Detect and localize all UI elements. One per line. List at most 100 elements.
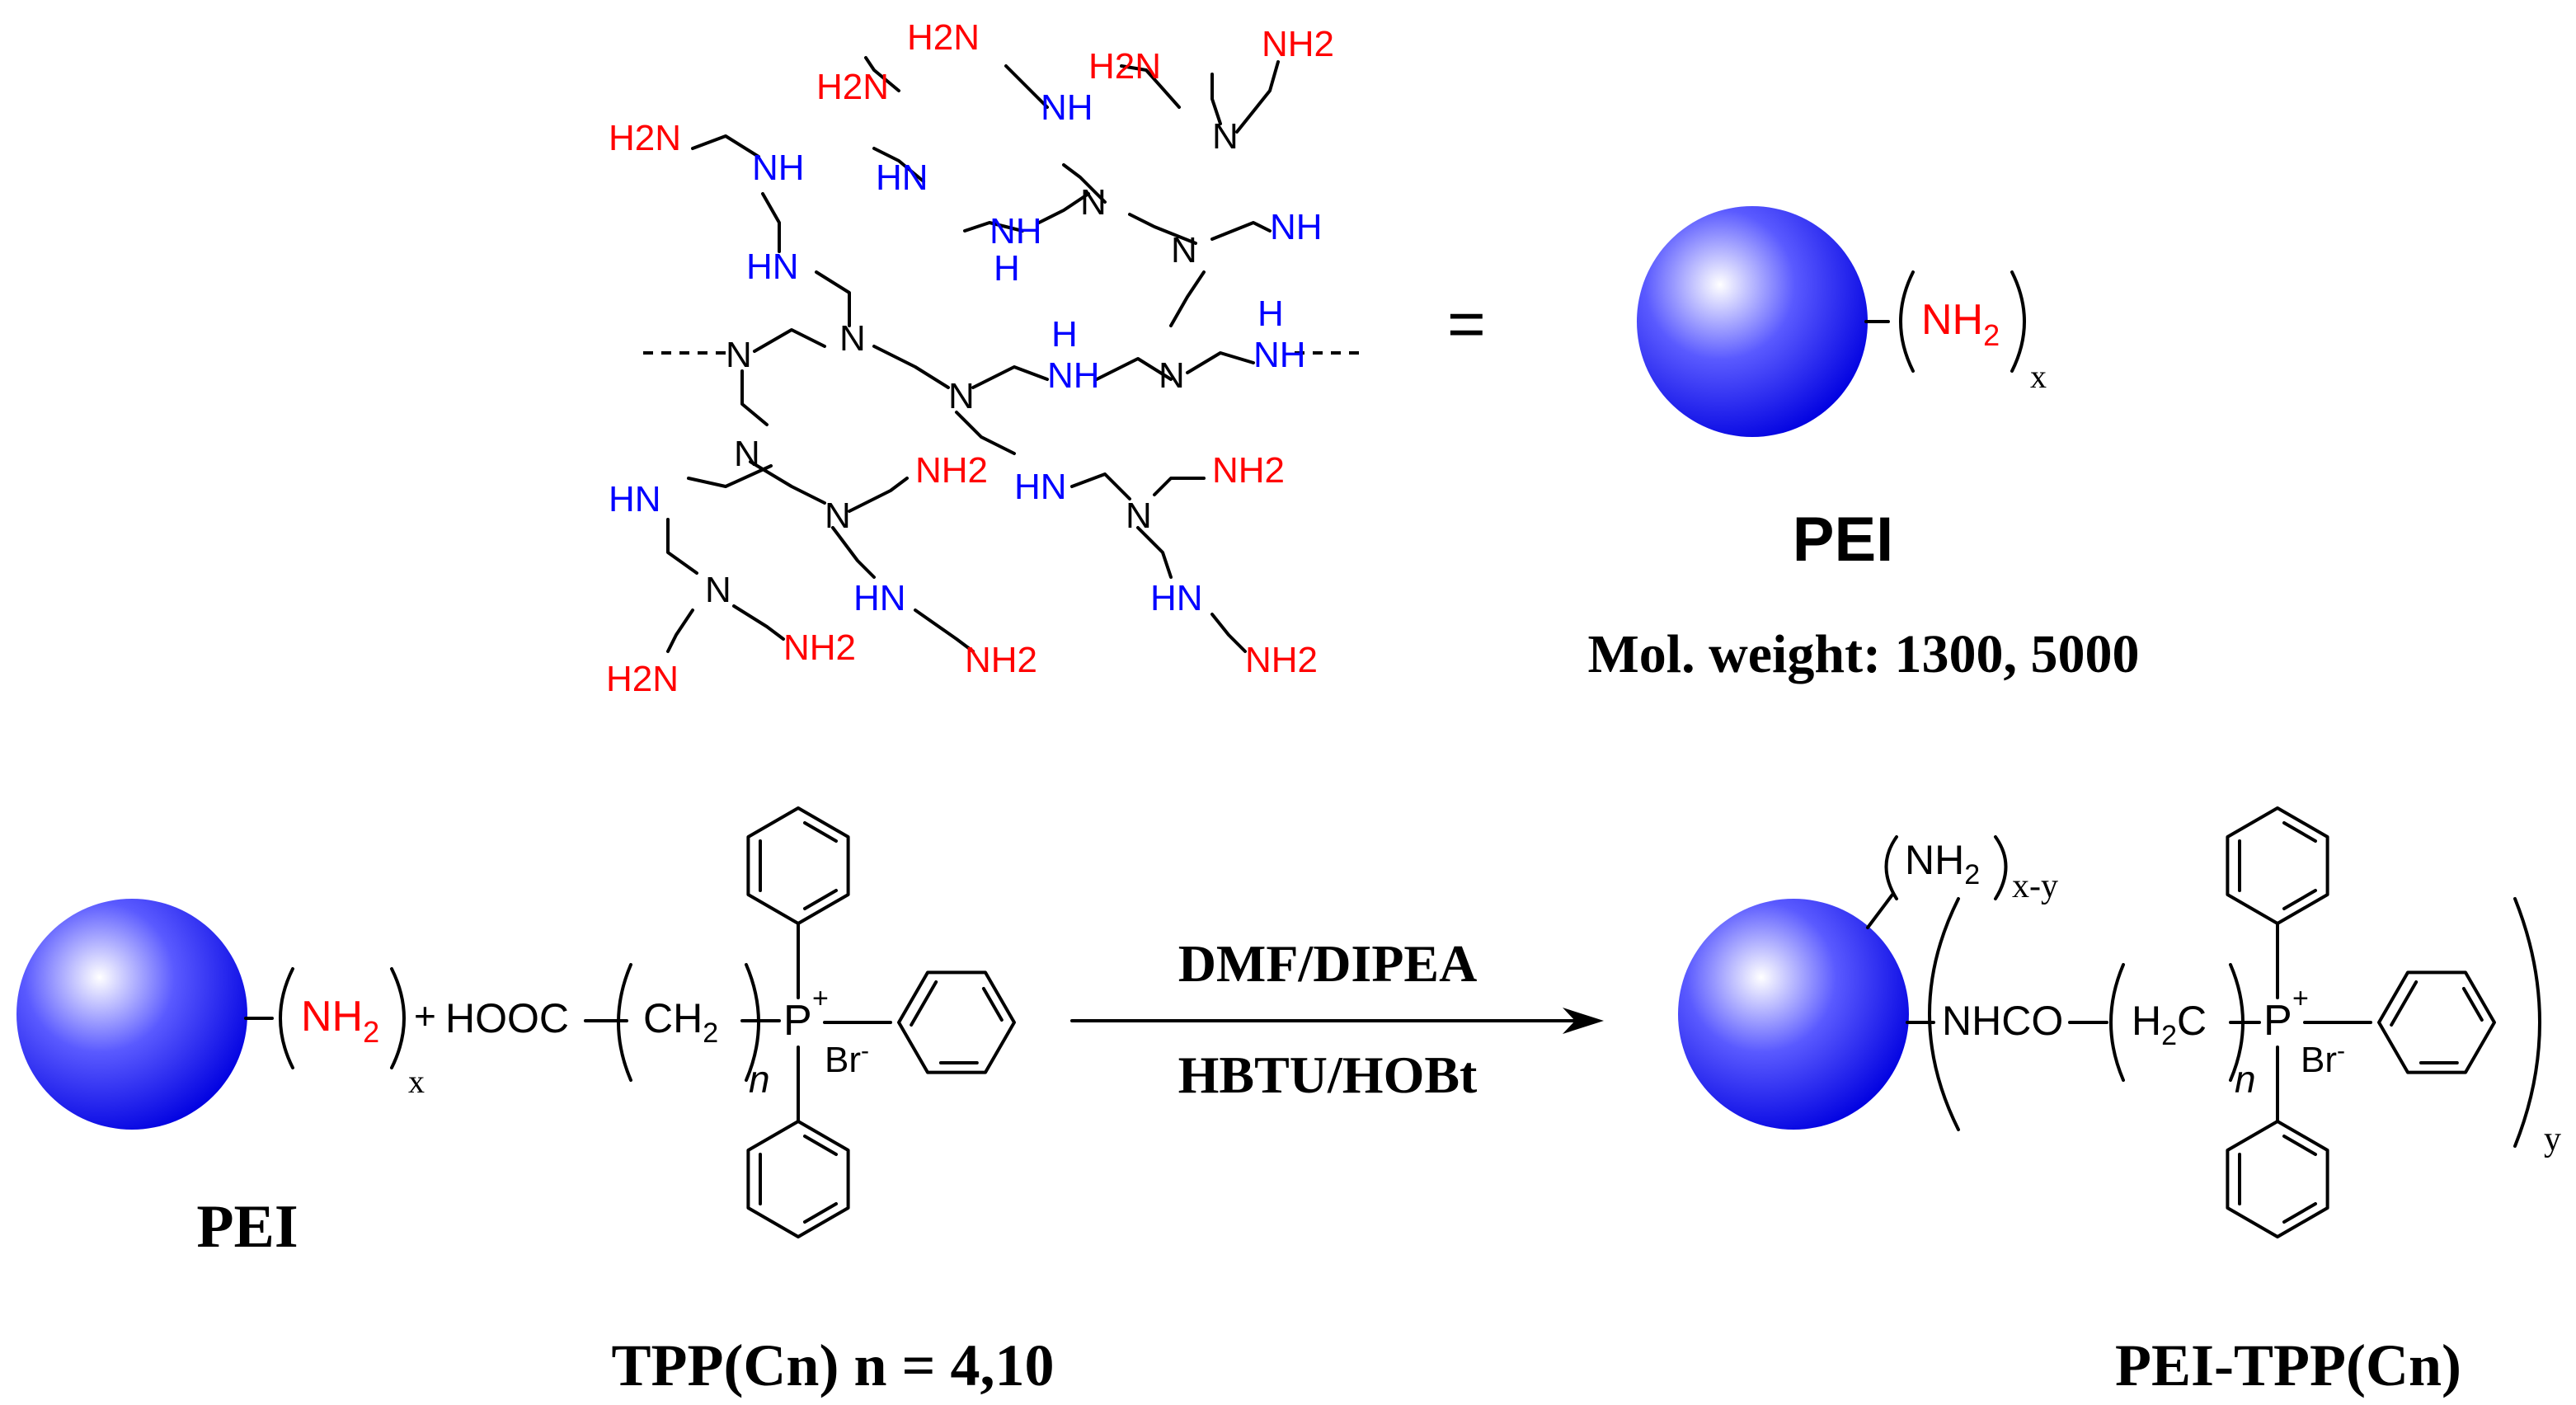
plus-sign: + [414, 994, 436, 1037]
tertiary-amine-label: N [1159, 355, 1185, 396]
bond [1120, 64, 1181, 109]
pei-atom-labels: H2N H2N H2N H2N NH2 NH2 NH2 NH2 H2N NH2 … [606, 17, 1334, 699]
secondary-amine-h-label: H [1257, 294, 1284, 334]
left-paren [279, 967, 294, 1069]
reaction-arrow: DMF/DIPEA HBTU/HOBt [1070, 934, 1604, 1104]
mol-weight-label: Mol. weight: 1300, 5000 [1587, 624, 2139, 684]
bond [1210, 613, 1247, 653]
tertiary-amine-label: N [734, 434, 760, 474]
bond [1210, 221, 1272, 241]
primary-amine-label: H2N [1088, 46, 1161, 87]
bond [1235, 60, 1280, 134]
bond [1095, 357, 1173, 381]
bond [963, 221, 1024, 233]
bond [848, 477, 909, 513]
bond [1062, 163, 1107, 204]
left-paren [1884, 835, 1898, 900]
pei-reactant-label: PEI [196, 1193, 298, 1261]
bond [687, 464, 773, 488]
pei-sphere [1637, 206, 1868, 437]
left-paren [617, 963, 632, 1082]
secondary-amine-label: NH [1047, 355, 1100, 396]
secondary-amine-label: NH [1253, 335, 1306, 375]
phenyl-ring-bottom [2226, 1120, 2329, 1238]
bond [864, 56, 900, 92]
bond [666, 518, 698, 575]
right-paren [390, 967, 406, 1069]
bond [761, 192, 781, 253]
secondary-amine-label: HN [1014, 467, 1067, 507]
bond [971, 365, 1049, 389]
bond [740, 369, 769, 426]
nhco-group: NHCO [1942, 998, 2063, 1044]
product-amine-group: NH2 [1905, 837, 1980, 890]
pei-tpp-product: NH2 x-y NHCO H2C n P + Br- y PEI-TPP(Cn) [1678, 806, 2561, 1398]
tertiary-amine-label: N [1212, 116, 1239, 157]
bond [1169, 270, 1206, 327]
arrow-head [1563, 1008, 1604, 1034]
pei-sphere-representation: NH2 x PEI Mol. weight: 1300, 5000 [1587, 206, 2140, 684]
bond [753, 328, 826, 353]
bond [1004, 64, 1049, 109]
secondary-amine-label: NH [1041, 87, 1093, 128]
bond [955, 411, 1016, 455]
bond [872, 345, 950, 389]
tertiary-amine-label: N [1171, 230, 1197, 270]
tertiary-amine-label: N [839, 318, 866, 359]
primary-amine-label: NH2 [965, 640, 1037, 680]
bond [1037, 192, 1090, 224]
equals-sign: = [1447, 287, 1486, 360]
phenyl-ring-right [2362, 946, 2511, 1099]
primary-amine-label: H2N [907, 17, 980, 58]
phenyl-ring-right [882, 946, 1031, 1099]
primary-amine-label: H2N [609, 118, 681, 158]
bond [872, 147, 925, 183]
phenyl-ring-top [2226, 806, 2329, 925]
positive-charge: + [812, 983, 829, 1014]
primary-amine-label: NH2 [1262, 24, 1334, 64]
outer-left-paren [1928, 897, 1960, 1131]
right-paren [1994, 835, 2008, 900]
reactant-amine-group: NH2 [301, 993, 379, 1049]
secondary-amine-label: HN [746, 247, 799, 287]
secondary-amine-label: HN [876, 157, 928, 198]
secondary-amine-label: HN [1150, 578, 1203, 618]
pei-reactant-sphere [16, 899, 247, 1130]
phosphorus-atom: P [2263, 997, 2292, 1045]
secondary-amine-label: NH [990, 211, 1042, 251]
tertiary-amine-label: N [948, 376, 975, 416]
phenyl-ring-bottom [746, 1120, 850, 1238]
repeat-n: n [749, 1058, 770, 1101]
primary-amine-label: NH2 [1212, 450, 1285, 491]
phosphorus-atom: P [783, 997, 812, 1045]
bromide-ion: Br- [825, 1037, 869, 1080]
reagent-top-label: DMF/DIPEA [1178, 934, 1478, 993]
primary-amine-label: NH2 [783, 627, 856, 668]
repeat-n: n [2235, 1058, 2256, 1101]
tertiary-amine-label: N [825, 496, 851, 536]
primary-amine-label: H2N [816, 67, 889, 107]
bond [732, 604, 785, 641]
inner-left-paren [2109, 963, 2125, 1082]
tertiary-amine-label: N [705, 570, 731, 610]
primary-amine-label: H2N [606, 659, 679, 699]
bond [831, 526, 876, 579]
bond [1210, 73, 1222, 125]
bond [815, 270, 851, 327]
bond [691, 134, 760, 158]
bond [749, 460, 826, 505]
pei-reactant: NH2 x PEI [16, 899, 425, 1261]
subscript-y: y [2544, 1121, 2561, 1158]
tertiary-amine-label: N [1126, 496, 1152, 536]
phenyl-ring-top [746, 806, 850, 925]
pei-structure: H2N H2N H2N H2N NH2 NH2 NH2 NH2 H2N NH2 … [606, 17, 1361, 699]
product-sphere [1678, 899, 1909, 1130]
left-paren [1899, 270, 1915, 373]
ch2-group: CH2 [643, 995, 718, 1049]
primary-amine-label: NH2 [1245, 640, 1318, 680]
bond [666, 609, 694, 653]
pei-bonds [643, 56, 1361, 653]
secondary-amine-label: HN [853, 578, 906, 618]
tpp-reagent: HOOC CH2 n P + Br- TPP(Cn) n = 4,10 [445, 806, 1055, 1398]
